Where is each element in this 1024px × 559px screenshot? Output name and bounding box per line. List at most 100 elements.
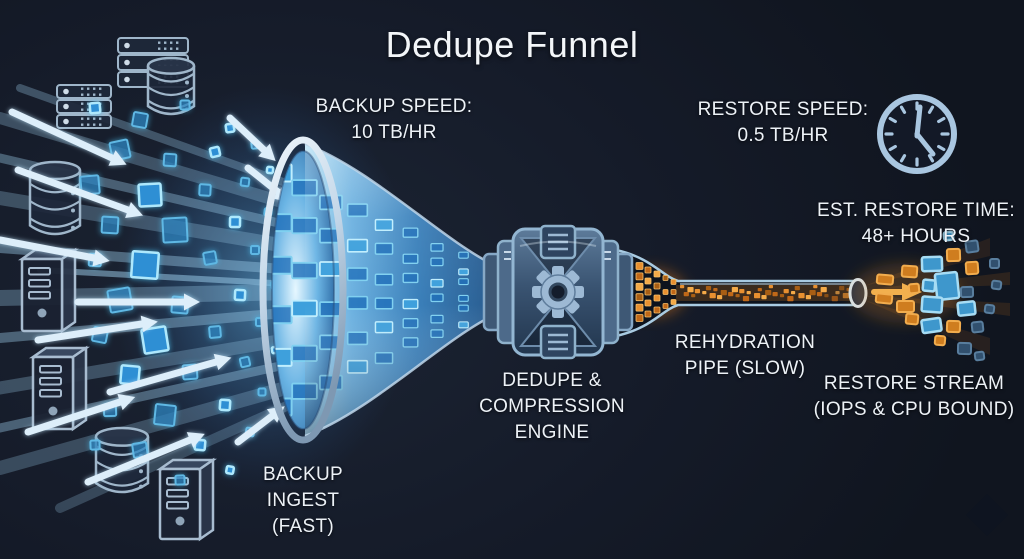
data-block	[88, 101, 102, 115]
funnel-rim-inner	[271, 150, 335, 430]
pipe-data-blocks	[680, 285, 851, 302]
restore-block	[920, 316, 943, 335]
pipe-block	[670, 279, 677, 285]
rehydration-pipe-label: REHYDRATION PIPE (SLOW)	[640, 330, 850, 382]
pipe-block	[705, 286, 712, 291]
pipe-block	[635, 282, 644, 291]
data-block	[100, 215, 120, 235]
rehydration-line1: REHYDRATION	[674, 332, 816, 353]
pipe-block	[816, 292, 823, 297]
flow-arrow-icon	[8, 108, 127, 166]
data-block	[224, 464, 236, 476]
pipe-block	[644, 299, 652, 307]
pipe-block	[662, 303, 669, 309]
data-block	[89, 439, 101, 451]
data-block	[137, 182, 163, 208]
pipe-block	[787, 296, 794, 302]
data-block	[218, 398, 232, 412]
pipe-block	[839, 286, 845, 291]
restore-block	[875, 273, 895, 286]
clock-tick	[888, 116, 897, 124]
clock-tick	[937, 144, 946, 152]
pipe-block	[813, 285, 818, 289]
flow-arrow-icon	[24, 393, 136, 436]
pipe-block	[702, 291, 707, 295]
engine-tab-vents	[548, 233, 568, 351]
gear-tooth	[573, 286, 584, 298]
est-restore-line2: 48+ HOURS	[861, 226, 971, 247]
ingest-arrows	[0, 108, 291, 486]
pipe-block	[717, 295, 723, 300]
restore-block	[959, 285, 975, 299]
data-block	[239, 176, 251, 188]
data-block	[228, 215, 242, 229]
clock-tick	[927, 105, 935, 114]
pipe-block	[794, 286, 800, 291]
pipe-block	[820, 287, 827, 293]
pipe-block	[635, 262, 644, 270]
pipe-block	[731, 287, 738, 293]
restore-block	[964, 239, 980, 254]
pipe-block	[735, 294, 740, 298]
clock-tick	[888, 144, 897, 152]
restore-block	[989, 258, 1000, 269]
dedupe-engine-line1: DEDUPE &	[502, 370, 602, 391]
restore-block	[945, 319, 962, 334]
restore-block	[942, 230, 955, 242]
data-block	[198, 183, 212, 197]
pipe-block	[683, 292, 689, 297]
est-restore-line1: EST. RESTORE TIME:	[817, 200, 1015, 221]
pipe-block	[809, 290, 816, 296]
pipe-block	[720, 290, 727, 296]
data-block	[249, 244, 261, 256]
restore-block	[907, 282, 921, 295]
restore-stream-line2: (IOPS & CPU BOUND)	[813, 399, 1015, 420]
pipe-block	[709, 293, 716, 299]
pipe-block	[680, 285, 685, 289]
data-block	[208, 145, 222, 159]
data-block	[257, 387, 267, 397]
pipe-block	[761, 295, 767, 300]
backup-speed-label: BACKUP SPEED: 10 TB/HR	[284, 94, 504, 146]
pipe-block	[635, 314, 644, 322]
pipe-block	[644, 266, 652, 274]
pipe-block	[824, 294, 829, 298]
pipe-block	[653, 294, 661, 302]
server-tower-icon	[17, 247, 80, 334]
dedupe-engine-line2: COMPRESSION	[479, 396, 625, 417]
data-block	[131, 111, 149, 129]
gear-tooth	[552, 266, 564, 277]
restore-block	[921, 278, 937, 293]
pipe-block	[783, 289, 789, 294]
pipe-block	[746, 291, 751, 295]
pipe-block	[670, 299, 677, 305]
data-block	[140, 325, 170, 355]
pipe-block	[653, 270, 661, 278]
backup-ingest-line1: BACKUP	[263, 464, 343, 485]
flow-arrow-icon	[226, 114, 276, 161]
pipe-block	[694, 289, 700, 294]
gear-tooth	[532, 286, 543, 298]
restore-stream-label: RESTORE STREAM (IOPS & CPU BOUND)	[788, 371, 1024, 423]
clock-hour-hand	[914, 131, 936, 157]
data-block	[179, 99, 191, 111]
database-cylinder-icon	[28, 160, 82, 236]
page-title: Dedupe Funnel	[385, 24, 639, 65]
data-block	[224, 122, 236, 134]
stream-streak	[0, 377, 307, 475]
data-block	[162, 152, 178, 168]
backup-ingest-label: BACKUP INGEST (FAST)	[223, 462, 383, 540]
pipe-block	[757, 288, 762, 292]
pipe-block	[670, 289, 677, 295]
dedupe-engine-label: DEDUPE & COMPRESSION ENGINE	[447, 368, 657, 446]
pipe-block	[798, 293, 805, 299]
clock-tick	[899, 105, 907, 114]
data-block	[233, 288, 247, 302]
restore-block	[933, 334, 947, 347]
restore-block	[956, 300, 977, 317]
funnel-rim	[259, 136, 347, 444]
restore-stream-group	[850, 230, 1010, 362]
clock-minute-hand	[914, 104, 923, 139]
server-tower-icon	[28, 345, 91, 432]
